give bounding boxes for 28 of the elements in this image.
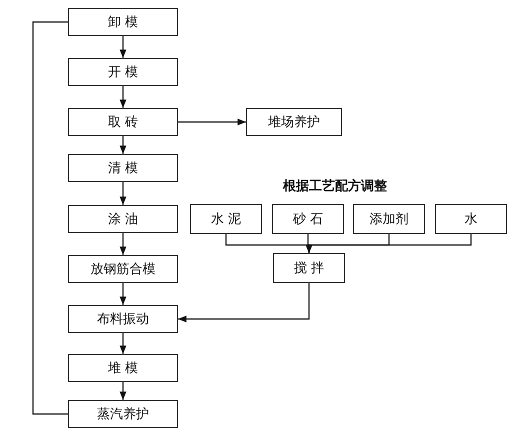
process-box: 清 模 xyxy=(68,154,178,182)
process-box: 堆 模 xyxy=(68,354,178,382)
process-box: 放钢筋合模 xyxy=(68,255,178,283)
arrow xyxy=(120,136,126,154)
process-box: 取 砖 xyxy=(68,108,178,136)
connector-line xyxy=(32,21,68,415)
arrow xyxy=(178,283,310,322)
arrow xyxy=(120,182,126,205)
arrow xyxy=(178,118,246,126)
arrow xyxy=(120,86,126,108)
group-heading: 根据工艺配方调整 xyxy=(283,178,387,195)
arrow xyxy=(120,233,126,255)
arrow xyxy=(120,283,126,305)
process-box: 蒸汽养护 xyxy=(68,400,178,428)
process-box: 卸 模 xyxy=(68,8,178,36)
process-box: 搅 拌 xyxy=(273,253,345,283)
process-box: 水 泥 xyxy=(190,204,262,234)
process-box: 砂 石 xyxy=(272,204,344,234)
process-box: 水 xyxy=(435,204,507,234)
process-box: 涂 油 xyxy=(68,205,178,233)
arrow xyxy=(120,36,126,58)
process-box: 堆场养护 xyxy=(246,108,342,136)
process-box: 添加剂 xyxy=(353,204,425,234)
arrow xyxy=(120,382,126,400)
arrow xyxy=(120,333,126,354)
arrow xyxy=(306,234,472,253)
process-box: 开 模 xyxy=(68,58,178,86)
process-box: 布料振动 xyxy=(68,305,178,333)
